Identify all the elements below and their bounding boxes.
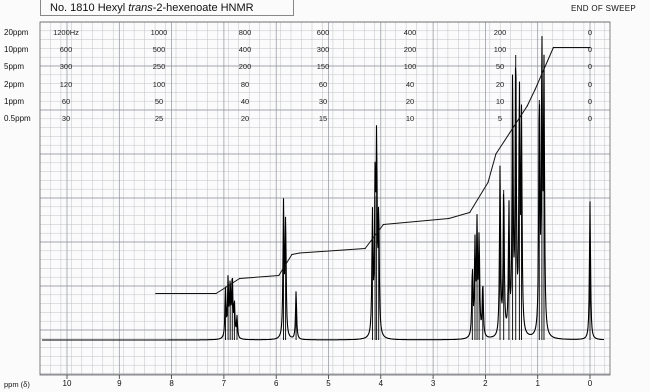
sweep-scale-label: 1ppm: [4, 97, 25, 106]
plot-frame: [39, 21, 611, 376]
sweep-scale-value: 40: [241, 97, 249, 106]
sweep-scale-value: 40: [406, 80, 414, 89]
sweep-scale-value: 20: [496, 80, 504, 89]
sweep-scale-value: 100: [494, 45, 507, 54]
x-tick-label: 9: [117, 379, 122, 388]
sweep-scale-value: 100: [153, 80, 166, 89]
sweep-scale-value: 0: [588, 62, 592, 71]
sweep-scale-value: 100: [404, 62, 417, 71]
sweep-scale-value: 50: [496, 62, 504, 71]
sweep-scale-value: 120: [60, 80, 73, 89]
integral-point: [495, 153, 497, 155]
integral-point: [291, 253, 293, 256]
end-of-sweep-label: END OF SWEEP: [571, 4, 636, 13]
integral-point: [552, 46, 554, 49]
sweep-scale-value: 1200Hz: [53, 28, 79, 37]
sweep-scale-value: 250: [153, 62, 166, 71]
sweep-scale-value: 30: [319, 97, 327, 106]
sweep-scale-value: 600: [60, 45, 73, 54]
sweep-scale-label: 2ppm: [4, 80, 25, 89]
sweep-scale-value: 200: [494, 28, 507, 37]
sweep-scale-value: 0: [588, 114, 592, 123]
x-tick-label: 2: [483, 379, 488, 388]
integral-point: [469, 211, 471, 214]
spectrum-trace: [41, 36, 605, 341]
x-tick-label: 10: [63, 379, 72, 388]
sweep-scale-value: 800: [239, 28, 252, 37]
sweep-scale-label: 10ppm: [4, 45, 29, 54]
integral-point: [238, 277, 241, 280]
sweep-scale-value: 20: [241, 114, 249, 123]
sweep-scale-value: 400: [239, 45, 252, 54]
sweep-scale-value: 150: [317, 62, 330, 71]
sweep-scale-value: 50: [155, 97, 163, 106]
x-tick-label: 7: [222, 379, 227, 388]
title-italic: trans: [128, 2, 153, 14]
integral-point: [589, 46, 591, 49]
sweep-scale-value: 400: [404, 28, 417, 37]
integral-point: [526, 105, 528, 107]
title-frame: [40, 0, 294, 16]
title-prefix: No. 1810 Hexyl: [50, 2, 129, 14]
sweep-scale-value: 0: [588, 45, 592, 54]
integral-point: [299, 252, 301, 254]
sweep-scale-label: 0.5ppm: [4, 114, 31, 123]
integral-point: [382, 223, 385, 226]
x-tick-label: 3: [431, 379, 436, 388]
sweep-scale-value: 1000: [151, 28, 168, 37]
sweep-scale-value: 60: [319, 80, 327, 89]
sweep-scale-value: 30: [62, 114, 70, 123]
x-tick-label: 8: [169, 379, 174, 388]
integral-point: [278, 274, 280, 277]
sweep-scale-value: 10: [406, 114, 414, 123]
x-tick-label: 6: [274, 379, 279, 388]
sweep-scale-value: 80: [241, 80, 249, 89]
sweep-scale-value: 5: [498, 114, 502, 123]
sweep-scale-value: 10: [496, 97, 504, 106]
chart-title: No. 1810 Hexyl trans-2-hexenoate HNMR: [50, 2, 254, 14]
sweep-scale-label: 5ppm: [4, 62, 25, 71]
sweep-scale-value: 0: [588, 80, 592, 89]
sweep-scale-value: 300: [317, 45, 330, 54]
sweep-scale-value: 600: [317, 28, 330, 37]
sweep-scale-value: 200: [239, 62, 252, 71]
sweep-scale-value: 20: [406, 97, 414, 106]
sweep-scale-value: 500: [153, 45, 166, 54]
x-tick-label: 5: [326, 379, 331, 388]
sweep-scale-label: 20ppm: [4, 28, 29, 37]
sweep-scale-value: 0: [588, 28, 592, 37]
sweep-scale-value: 0: [588, 97, 592, 106]
title-suffix: -2-hexenoate HNMR: [152, 2, 254, 14]
sweep-scale-value: 25: [155, 114, 163, 123]
integral-point: [448, 217, 450, 220]
integral-curve: [155, 47, 590, 294]
sweep-scale-value: 200: [404, 45, 417, 54]
integral-point: [364, 247, 366, 250]
x-tick-label: 0: [588, 379, 593, 388]
integral-point: [534, 88, 536, 91]
sweep-scale-value: 15: [319, 114, 327, 123]
x-tick-label: 1: [535, 379, 540, 388]
x-tick-label: 4: [379, 379, 384, 388]
sweep-scale-value: 300: [60, 62, 73, 71]
sweep-scale-value: 60: [62, 97, 70, 106]
integral-point: [215, 292, 217, 295]
integral-point: [487, 181, 489, 184]
integral-point: [155, 292, 157, 295]
x-axis-label: ppm (δ): [4, 380, 30, 389]
